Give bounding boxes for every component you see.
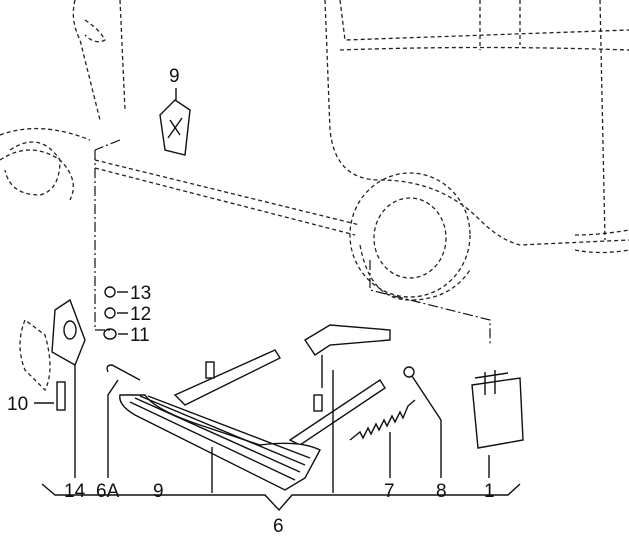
lock-washer-12 <box>104 307 128 319</box>
bushing-8 <box>403 366 442 421</box>
spring-7 <box>349 399 416 441</box>
callout-12: 12 <box>130 304 151 325</box>
washer-11 <box>103 328 128 340</box>
nut-13 <box>104 286 128 298</box>
running-board-step <box>106 324 391 491</box>
leader-lines <box>74 365 490 493</box>
callout-8: 8 <box>436 481 447 502</box>
callout-1: 1 <box>484 481 495 502</box>
callout-10: 10 <box>7 394 28 415</box>
group-bracket <box>41 483 521 512</box>
callout-14: 14 <box>64 481 86 502</box>
bolt-10 <box>34 381 66 411</box>
callout-6: 6 <box>273 516 284 537</box>
callout-11: 11 <box>130 325 150 346</box>
van-body-outline <box>0 0 629 301</box>
callout-9: 9 <box>153 481 164 502</box>
mounting-plate <box>19 298 86 392</box>
callout-7: 7 <box>384 481 395 502</box>
callout-6a: 6A <box>96 481 120 502</box>
callout-9-top: 9 <box>169 66 180 87</box>
callout-13: 13 <box>130 283 151 304</box>
bracket-part-9 <box>159 88 191 156</box>
mud-flap-1 <box>471 370 524 449</box>
